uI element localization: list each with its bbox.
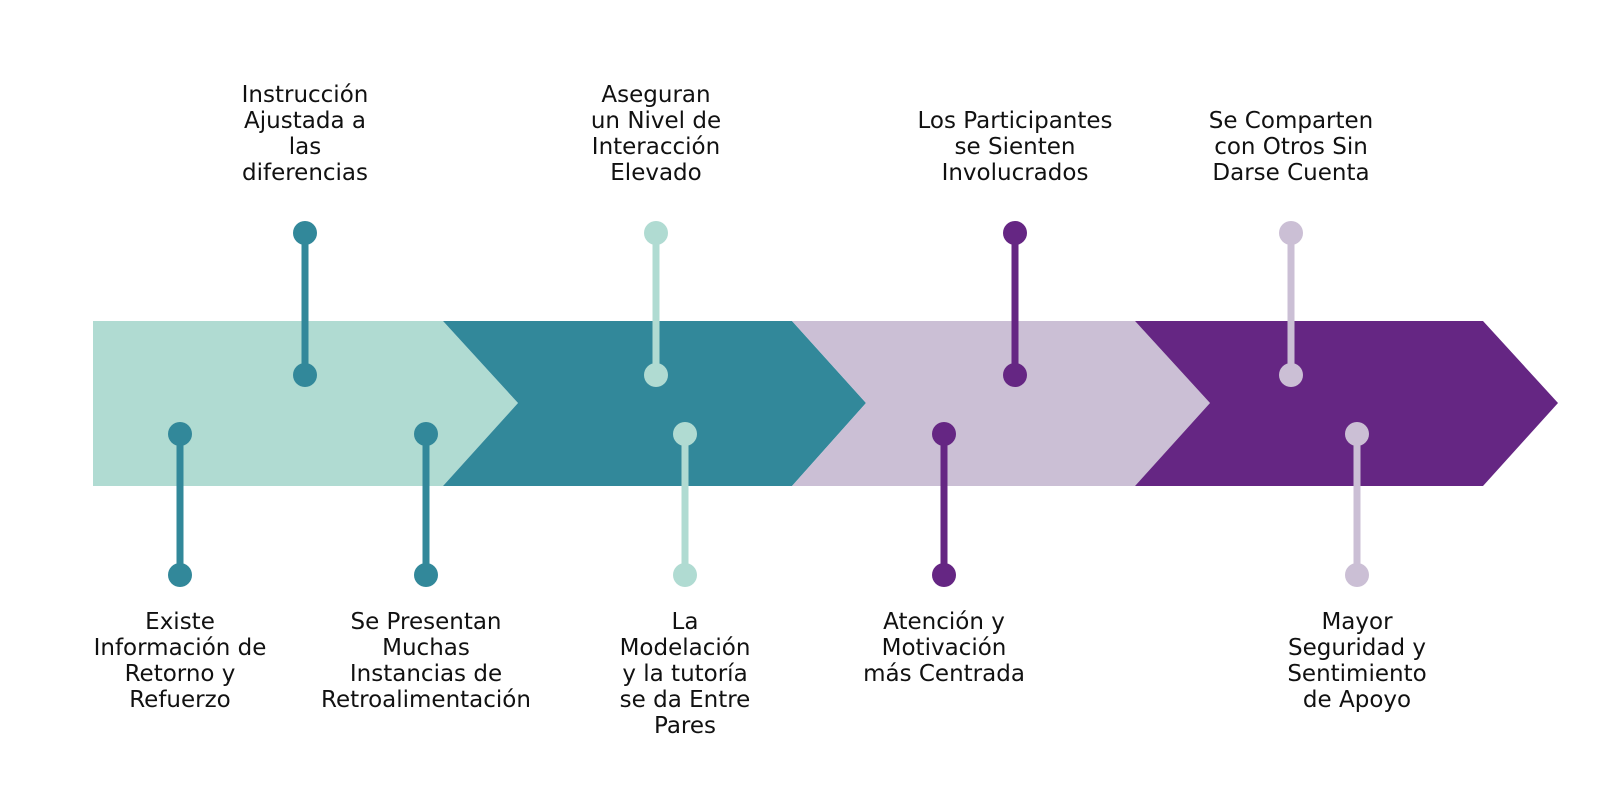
milestone-pin-modelacion xyxy=(673,422,697,587)
milestone-label-involucrados: Los Participantes se Sienten Involucrado… xyxy=(917,108,1113,186)
milestone-label-retorno: Existe Información de Retorno y Refuerzo xyxy=(93,609,267,713)
milestone-pin-interaccion xyxy=(644,221,668,387)
milestone-label-interaccion: Aseguran un Nivel de Interacción Elevado xyxy=(590,82,722,186)
milestone-label-instruccion: Instrucción Ajustada a las diferencias xyxy=(241,82,369,186)
milestone-label-atencion: Atención y Motivación más Centrada xyxy=(863,609,1025,687)
milestone-pin-retorno xyxy=(168,422,192,587)
milestone-label-seguridad: Mayor Seguridad y Sentimiento de Apoyo xyxy=(1287,609,1427,713)
arrow-segment-4 xyxy=(1135,321,1558,486)
milestone-pin-involucrados xyxy=(1003,221,1027,387)
arrow-segment-3 xyxy=(792,321,1210,486)
arrow-segment-2 xyxy=(443,321,866,486)
milestone-label-modelacion: La Modelación y la tutoría se da Entre P… xyxy=(619,609,751,739)
milestone-pin-atencion xyxy=(932,422,956,587)
milestone-pin-comparten xyxy=(1279,221,1303,387)
milestone-label-comparten: Se Comparten con Otros Sin Darse Cuenta xyxy=(1208,108,1374,186)
arrow-segment-1 xyxy=(93,321,518,486)
milestone-pin-instruccion xyxy=(293,221,317,387)
milestone-label-retroalimentacion: Se Presentan Muchas Instancias de Retroa… xyxy=(321,609,531,713)
milestone-pin-seguridad xyxy=(1345,422,1369,587)
milestone-pin-retroalimentacion xyxy=(414,422,438,587)
